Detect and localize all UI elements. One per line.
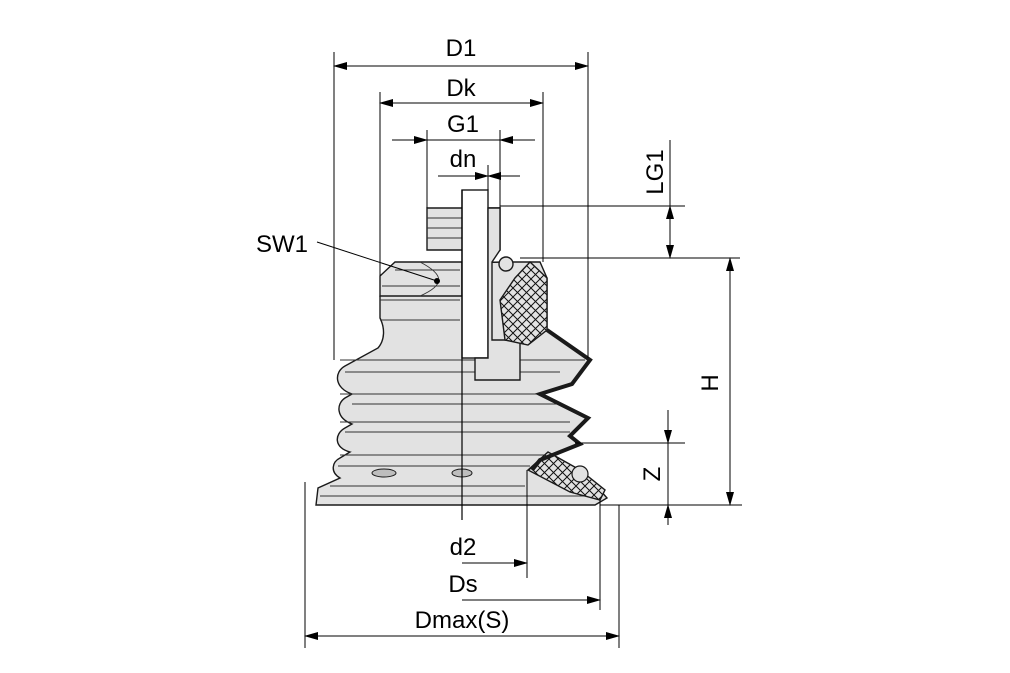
dimension-lines <box>304 52 742 648</box>
label-dmax: Dmax(S) <box>415 607 510 634</box>
label-dn: dn <box>450 146 477 173</box>
label-h: H <box>697 374 724 391</box>
label-d2: d2 <box>450 534 477 561</box>
label-lg1: LG1 <box>642 149 669 194</box>
label-d1: D1 <box>446 35 477 62</box>
label-z: Z <box>639 467 666 482</box>
label-g1: G1 <box>447 111 479 138</box>
label-sw1: SW1 <box>256 231 308 258</box>
label-dk: Dk <box>446 75 476 102</box>
label-ds: Ds <box>448 571 477 598</box>
